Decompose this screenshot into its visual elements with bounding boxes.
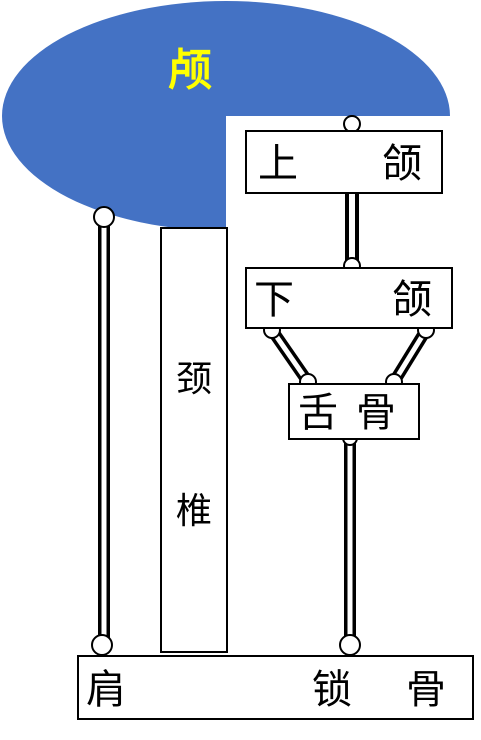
lower-jaw-box <box>245 267 453 329</box>
cervical-spine: 颈 椎 <box>160 227 228 653</box>
joint-skull-left <box>93 206 115 228</box>
rod-lowerjaw-hyoid-right <box>385 321 435 391</box>
cervical-spine-box <box>160 227 228 653</box>
upper-jaw-box <box>245 130 443 194</box>
hyoid: 舌 骨 <box>288 383 420 440</box>
lower-jaw-label-right: 颌 <box>392 277 432 323</box>
hyoid-label-right: 骨 <box>356 390 396 436</box>
hyoid-label-left: 舌 <box>298 390 338 436</box>
skull-shape <box>2 1 450 231</box>
shoulder-clavicle: 肩 锁 骨 <box>77 655 474 720</box>
rod-lowerjaw-hyoid-left <box>263 321 317 391</box>
cervical-spine-label-top: 颈 <box>176 359 212 400</box>
skull: 颅 <box>2 1 450 231</box>
shoulder-clavicle-box <box>77 655 474 720</box>
clavicle-label-left: 锁 <box>312 667 352 713</box>
hyoid-box <box>288 383 420 440</box>
lower-jaw-label-left: 下 <box>254 277 294 323</box>
skull-label: 颅 <box>168 45 212 96</box>
shoulder-label: 肩 <box>86 667 126 713</box>
lower-jaw: 下 颌 <box>245 267 453 329</box>
cervical-spine-label-bottom: 椎 <box>176 491 212 532</box>
clavicle-label-right: 骨 <box>406 667 446 713</box>
upper-jaw-label-left: 上 <box>258 141 298 187</box>
joint-skull-right <box>343 115 361 133</box>
joint-clavicle <box>339 634 361 656</box>
joint-shoulder <box>91 634 113 656</box>
rod-skull-shoulder <box>91 206 115 656</box>
upper-jaw: 上 颌 <box>245 130 443 194</box>
rod-hyoid-clavicle <box>339 430 361 656</box>
upper-jaw-label-right: 颌 <box>382 141 422 187</box>
